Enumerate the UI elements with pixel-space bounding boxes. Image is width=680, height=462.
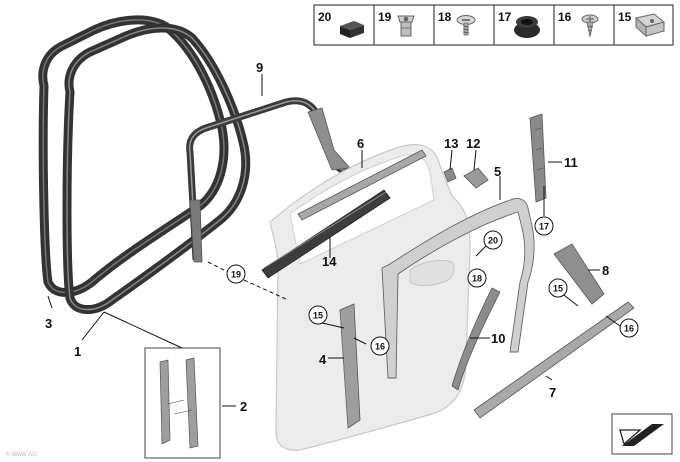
circled-ref-16-left: 16 [370, 336, 390, 356]
svg-text:18: 18 [472, 274, 482, 284]
svg-text:19: 19 [231, 270, 241, 280]
fastener-legend: 20 19 18 [313, 4, 674, 46]
callout-5: 5 [494, 164, 501, 179]
svg-text:15: 15 [313, 311, 323, 321]
bracket-12 [463, 167, 489, 189]
callout-numbers: 1 2 3 4 5 6 7 8 9 10 11 12 13 14 [45, 60, 609, 414]
window-frame-seal [186, 97, 351, 263]
circled-ref-15-right: 15 [548, 278, 568, 298]
circled-ref-16-right: 16 [619, 318, 639, 338]
door-sill-strip [473, 301, 635, 419]
legend-number: 19 [378, 10, 392, 24]
callout-9: 9 [256, 60, 263, 75]
circled-ref-17: 17 [534, 216, 554, 236]
legend-item-19: 19 [378, 10, 415, 37]
legend-number: 16 [558, 10, 572, 24]
leader-lines [47, 74, 621, 407]
svg-text:15: 15 [553, 284, 563, 294]
circled-ref-15-left: 15 [308, 305, 328, 325]
callout-10: 10 [491, 331, 505, 346]
callout-13: 13 [444, 136, 458, 151]
bracket-13 [443, 167, 457, 183]
detail-inset [144, 347, 221, 459]
callout-8: 8 [602, 263, 609, 278]
callout-11: 11 [564, 155, 578, 170]
rubber-plug-icon [514, 16, 540, 38]
window-channel-upper [297, 149, 427, 221]
orientation-arrow-icon [611, 413, 673, 455]
legend-item-15: 15 [618, 10, 666, 38]
circled-ref-20: 20 [483, 230, 503, 250]
clip-nut-icon [634, 13, 666, 38]
legend-number: 15 [618, 10, 632, 24]
circled-ref-19: 19 [226, 264, 246, 284]
rear-window-frame [381, 197, 535, 379]
door-seal-inner [62, 23, 251, 314]
callout-1: 1 [74, 344, 81, 359]
legend-item-18: 18 [438, 10, 476, 36]
circled-references: 20 18 17 19 15 16 15 16 [226, 216, 639, 356]
svg-text:16: 16 [624, 324, 634, 334]
legend-item-16: 16 [558, 10, 599, 38]
callout-2: 2 [240, 399, 247, 414]
circled-ref-18: 18 [467, 268, 487, 288]
legend-number: 18 [438, 10, 452, 24]
legend-item-17: 17 [498, 10, 540, 38]
legend-number: 20 [318, 10, 332, 24]
pillar-trim-upright [529, 113, 547, 203]
svg-text:17: 17 [539, 222, 549, 232]
legend-number: 17 [498, 10, 512, 24]
callout-3: 3 [45, 316, 52, 331]
callout-7: 7 [549, 385, 556, 400]
svg-text:20: 20 [488, 236, 498, 246]
curved-trim-strip [451, 287, 501, 391]
callout-14: 14 [322, 254, 337, 269]
tapping-screw-icon [581, 14, 599, 38]
callout-12: 12 [466, 136, 480, 151]
b-pillar-trim [339, 303, 361, 429]
window-channel-lower [261, 189, 391, 279]
watermark: © BMW AG [6, 451, 37, 458]
svg-text:16: 16 [375, 342, 385, 352]
callout-6: 6 [357, 136, 364, 151]
c-pillar-cover [553, 243, 605, 305]
legend-item-20: 20 [318, 10, 364, 38]
door-seal-outer [38, 15, 229, 297]
rear-door-body [269, 144, 471, 451]
grommet-block-icon [340, 21, 364, 38]
screw-icon [456, 15, 476, 36]
callout-4: 4 [319, 352, 327, 367]
expanding-nut-icon [397, 15, 415, 37]
